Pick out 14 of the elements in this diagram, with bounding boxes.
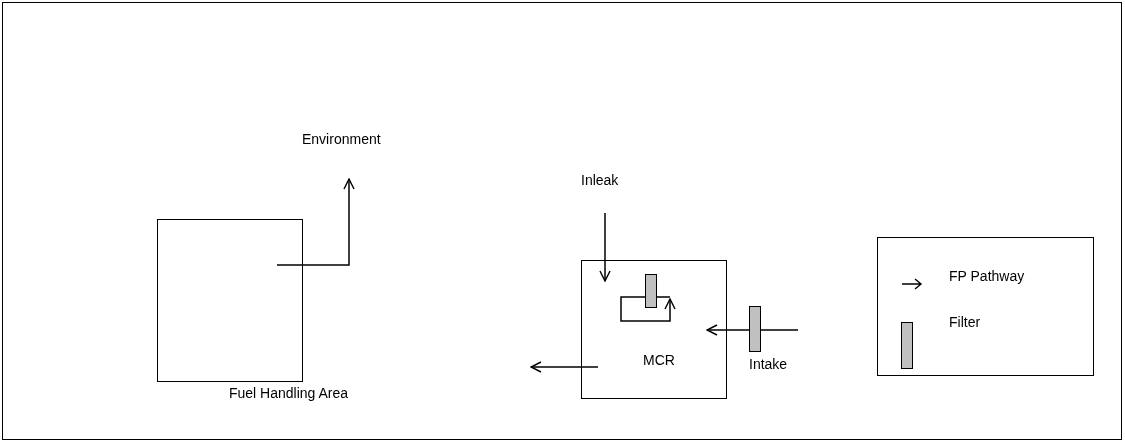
arrow	[620, 296, 676, 322]
arrow	[599, 212, 611, 282]
source-label: Intake	[749, 356, 788, 372]
arrow	[530, 361, 599, 373]
legend-label: Filter	[949, 314, 981, 330]
destination-label: Environment	[302, 131, 381, 147]
room-label: MCR	[643, 352, 675, 368]
arrow	[706, 324, 799, 336]
filter-symbol	[645, 274, 657, 308]
source-label: Inleak	[581, 172, 619, 188]
filter-symbol	[749, 306, 761, 352]
legend-label: FP Pathway	[949, 268, 1025, 284]
area-label: Fuel Handling Area	[229, 385, 349, 401]
arrow	[276, 178, 355, 266]
